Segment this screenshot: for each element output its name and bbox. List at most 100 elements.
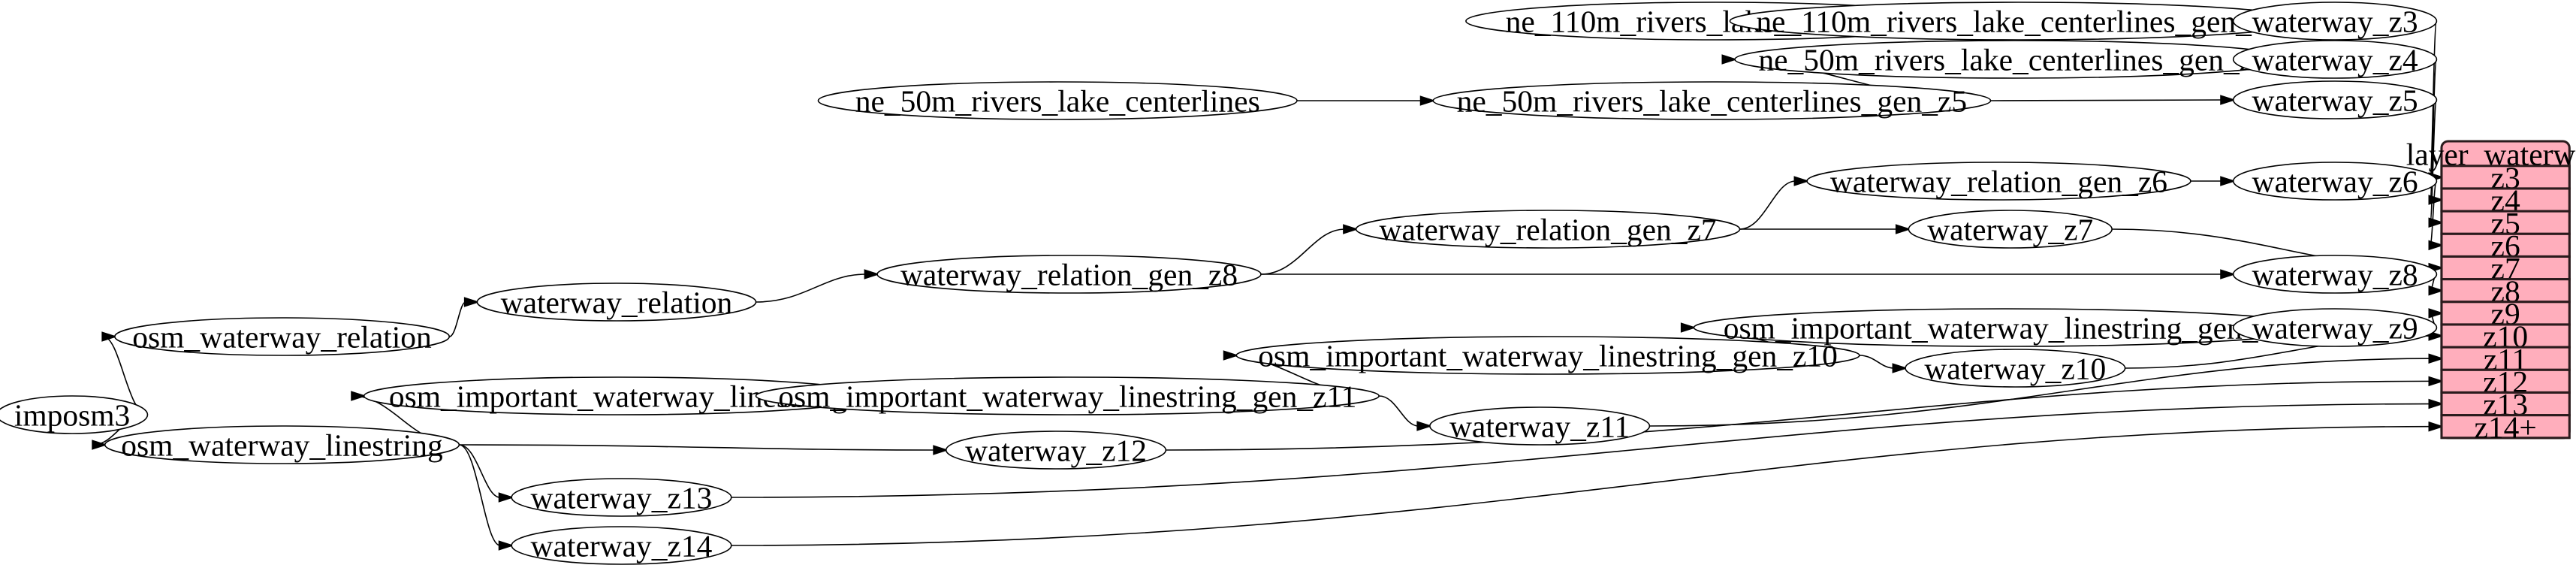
edge-arrowhead: [463, 297, 480, 307]
graph-edge: [1379, 396, 1433, 431]
edge-path: [1740, 181, 1796, 229]
node-ellipse: [1433, 82, 1990, 119]
node-label: waterway_z13: [531, 481, 713, 515]
graph-node-imposm3[interactable]: imposm3: [0, 396, 147, 434]
node-label: waterway_z14: [531, 529, 713, 563]
node-ellipse: [946, 431, 1166, 469]
layer-table-row-z12[interactable]: [2440, 368, 2571, 394]
graph-node-waterway_z6[interactable]: waterway_z6: [2234, 162, 2437, 200]
node-label: waterway_z9: [2252, 311, 2418, 346]
graph-node-waterway_relation_gen_z7[interactable]: waterway_relation_gen_z7: [1356, 210, 1740, 248]
edge-arrowhead: [2428, 398, 2445, 409]
graph-node-waterway_relation_gen_z8[interactable]: waterway_relation_gen_z8: [877, 255, 1261, 293]
edge-path: [1261, 229, 1344, 274]
graph-node-waterway_z10[interactable]: waterway_z10: [1905, 349, 2125, 387]
node-label: waterway_z3: [2252, 5, 2418, 39]
layer-table-row-z11[interactable]: [2440, 346, 2571, 371]
node-ellipse: [105, 426, 460, 464]
graph-node-waterway_z3[interactable]: waterway_z3: [2234, 2, 2437, 40]
graph-node-ne_110m_rivers_lake_centerlines_gen_z3[interactable]: ne_110m_rivers_lake_centerlines_gen_z3: [1730, 2, 2307, 40]
edge-path: [2430, 100, 2437, 222]
layer-table-row-z14plus[interactable]: [2440, 414, 2571, 440]
edge-path: [2430, 59, 2437, 200]
graph-node-osm_important_waterway_linestring_gen_z11[interactable]: osm_important_waterway_linestring_gen_z1…: [756, 377, 1380, 415]
graph-edge: [1649, 353, 2445, 426]
node-ellipse: [477, 283, 756, 321]
graph-edge: [1991, 95, 2237, 105]
node-label: osm_waterway_relation: [132, 320, 432, 355]
node-label: osm_important_waterway_linestring_gen_z1…: [778, 379, 1356, 414]
node-ellipse: [2234, 309, 2437, 346]
node-label: waterway_relation_gen_z8: [900, 258, 1238, 292]
graph-node-osm_important_waterway_linestring[interactable]: osm_important_waterway_linestring: [364, 377, 873, 415]
graph-node-ne_50m_rivers_lake_centerlines_gen_z4[interactable]: ne_50m_rivers_lake_centerlines_gen_z4: [1735, 41, 2292, 78]
graph-edge: [1261, 224, 1359, 274]
node-ellipse: [756, 377, 1380, 415]
node-label: waterway_z7: [1927, 213, 2093, 247]
graph-node-ne_50m_rivers_lake_centerlines_gen_z5[interactable]: ne_50m_rivers_lake_centerlines_gen_z5: [1433, 82, 1990, 119]
node-ellipse: [1807, 162, 2191, 200]
edge-path: [449, 302, 466, 337]
edge-arrowhead: [1223, 350, 1239, 361]
graph-node-osm_waterway_relation[interactable]: osm_waterway_relation: [115, 318, 449, 355]
node-ellipse: [511, 479, 731, 516]
edge-arrowhead: [1793, 176, 1810, 186]
layer-table-row-z8[interactable]: [2440, 278, 2571, 304]
graph-node-osm_important_waterway_linestring_gen_z9[interactable]: osm_important_waterway_linestring_gen_z9: [1694, 309, 2317, 346]
edge-path: [756, 274, 866, 302]
graph-node-waterway_z14[interactable]: waterway_z14: [511, 527, 731, 564]
graph-node-waterway_z12[interactable]: waterway_z12: [946, 431, 1166, 469]
edge-path: [1379, 396, 1418, 426]
node-label: waterway_z11: [1449, 409, 1630, 444]
edge-arrowhead: [2428, 331, 2445, 341]
graph-node-waterway_z8[interactable]: waterway_z8: [2234, 255, 2437, 293]
graph-node-waterway_z5[interactable]: waterway_z5: [2234, 81, 2437, 119]
graph-edge: [2191, 176, 2237, 186]
layer-table-row-z9[interactable]: [2440, 301, 2571, 326]
graph-node-waterway_relation_gen_z6[interactable]: waterway_relation_gen_z6: [1807, 162, 2191, 200]
edge-arrowhead: [1419, 95, 1436, 106]
edge-arrowhead: [351, 391, 367, 401]
node-ellipse: [0, 396, 147, 434]
graph-node-waterway_z9[interactable]: waterway_z9: [2234, 309, 2437, 346]
graph-edge: [731, 398, 2445, 497]
node-label: waterway_z12: [965, 434, 1147, 468]
table-layer: layer_waterwayz3z4z5z6z7z8z9z10z11z12z13…: [2406, 137, 2576, 444]
edge-path: [731, 404, 2430, 497]
edge-path: [1860, 355, 1894, 368]
node-ellipse: [1905, 349, 2125, 387]
edge-arrowhead: [1680, 322, 1697, 333]
edge-path: [731, 427, 2430, 545]
node-label: waterway_z10: [1924, 352, 2106, 386]
layer-table-row-z7[interactable]: [2440, 255, 2571, 281]
graph-node-ne_50m_rivers_lake_centerlines[interactable]: ne_50m_rivers_lake_centerlines: [818, 82, 1297, 119]
edge-arrowhead: [1895, 224, 1911, 234]
graph-node-waterway_z7[interactable]: waterway_z7: [1908, 210, 2112, 248]
node-ellipse: [2234, 2, 2437, 40]
edge-arrowhead: [2428, 240, 2445, 251]
edge-arrowhead: [2220, 269, 2237, 279]
node-label: waterway_relation_gen_z7: [1380, 213, 1717, 247]
graph-node-waterway_z13[interactable]: waterway_z13: [511, 479, 731, 516]
graph-node-waterway_z4[interactable]: waterway_z4: [2234, 41, 2437, 78]
edge-arrowhead: [1343, 224, 1359, 234]
graph-node-osm_important_waterway_linestring_gen_z10[interactable]: osm_important_waterway_linestring_gen_z1…: [1236, 337, 1860, 374]
graph-edge: [459, 445, 949, 455]
graph-node-osm_waterway_linestring[interactable]: osm_waterway_linestring: [105, 426, 460, 464]
graph-node-waterway_z11[interactable]: waterway_z11: [1430, 407, 1650, 445]
graph-edge: [1740, 224, 1911, 234]
node-ellipse: [2234, 81, 2437, 119]
graph-edge: [459, 445, 514, 551]
edge-arrowhead: [2428, 308, 2445, 319]
graph-edge: [459, 445, 514, 503]
graph-node-waterway_relation[interactable]: waterway_relation: [477, 283, 756, 321]
node-label: ne_50m_rivers_lake_centerlines: [855, 84, 1260, 119]
edge-path: [459, 445, 500, 545]
node-label: ne_110m_rivers_lake_centerlines_gen_z3: [1756, 5, 2281, 39]
layer-table-row-z10[interactable]: [2440, 323, 2571, 349]
edge-arrowhead: [2428, 285, 2445, 296]
edge-arrowhead: [2220, 176, 2237, 186]
edge-arrowhead: [2428, 376, 2445, 387]
